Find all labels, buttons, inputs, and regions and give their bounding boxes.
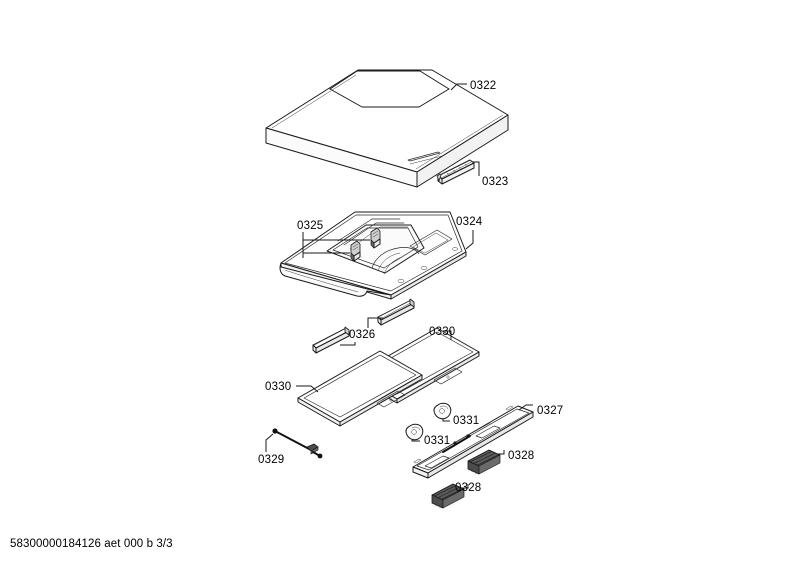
leader-0330-rear [443,330,452,340]
lamp-tab-1 [413,458,422,464]
chassis-rib-3 [349,226,409,250]
part-0331-latch-rear: 0331 [433,402,479,427]
callout-0325: 0325 [297,220,323,232]
canopy-notch-edges [329,70,421,90]
chassis-pad-3 [452,247,458,251]
canopy-vent-line [409,155,443,165]
leader-0328-left [461,484,469,489]
chassis-rim [284,214,463,292]
filter-rear-handle-dot [446,375,450,379]
filter-front-inner [303,354,417,418]
harness-wire-2 [312,451,321,457]
leader-0324 [465,230,474,250]
chassis-motor-housing [326,224,425,274]
part-0323-control-panel-strip: 0323 [436,159,508,188]
leader-0328-right [497,450,505,455]
chassis-pad-2 [420,265,428,271]
callout-0323: 0323 [482,176,508,188]
callout-0324: 0324 [456,216,483,228]
part-0328-lamp-module-left: 0328 [431,482,481,509]
callout-0331-front: 0331 [424,435,450,447]
canopy-right-face [416,114,509,188]
part-0322-hood-canopy-panel: 0322 [255,55,520,188]
canopy-notch-fill [330,71,449,106]
part-0328-lamp-module-right: 0328 [467,449,534,475]
part-0326-slide-rails: 0326 [312,298,415,354]
leader-0326-lower [340,342,356,346]
control-strip-btn2 [452,169,457,173]
leader-0331-rear [442,419,450,422]
part-0330-filter-front: 0330 [265,350,423,427]
part-0331-latch-front: 0331 [405,423,450,447]
harness-end-a [272,428,278,434]
control-strip-btn1 [446,172,451,176]
part-0329-cable-harness: 0329 [258,428,323,466]
leader-0323 [472,161,480,176]
control-strip-btn3 [458,166,463,170]
leader-0327 [518,404,533,411]
sheet-footer: 58300000184126 aet 000 b 3/3 [10,538,173,550]
leader-0329 [265,433,274,452]
lamp-wire-channel [431,422,491,457]
chassis-right-thickness [390,251,467,300]
canopy-notch-edge4 [419,70,450,90]
clip-b [350,240,361,262]
canopy-notch-edge3 [418,88,450,108]
filter-rear-handle [433,367,463,385]
lamp-strip-inner [416,408,530,471]
canopy-notch-edges2 [329,88,420,108]
callout-0331-rear: 0331 [453,415,479,427]
callout-0329: 0329 [258,454,284,466]
lamp-wire [442,435,471,453]
harness-wire [274,430,312,451]
control-strip-endcap [436,173,442,182]
canopy-vent-slot [407,151,441,162]
slide-rail-lower [312,326,350,354]
clip-a [370,227,381,249]
callout-0328-left: 0328 [455,482,481,494]
chassis-duct [371,247,420,269]
part-0327-lamp-strip-panel: 0327 [412,404,563,479]
chassis-motor-inner [332,227,419,269]
filter-front-handle-dot [389,398,393,402]
filter-front-handle [376,390,406,408]
leader-0326-upper [367,317,383,328]
callout-0327: 0327 [537,405,563,417]
lamp-tab-2 [505,405,514,411]
leader-0322 [450,83,467,91]
canopy-seam [271,74,357,129]
canopy-final [255,55,520,188]
lamp-module-r-side [478,454,501,475]
chassis-right-recess2 [412,232,449,254]
chassis-rib-2 [343,222,405,246]
callout-0328-right: 0328 [508,450,534,462]
lamp-cutout-2 [475,425,501,439]
chassis-right-recess [409,229,453,256]
control-strip-side [441,162,475,185]
lamp-strip-side-edge [427,411,534,479]
callout-0330-rear: 0330 [429,326,455,338]
chassis-duct-3 [383,256,403,275]
leader-0330-front [296,385,319,393]
lamp-module-l-side [442,488,465,509]
chassis-rib-1 [337,218,401,242]
callout-0322: 0322 [470,80,496,92]
part-0324-inner-chassis: 0324 [279,211,483,300]
leader-0331-front [411,440,420,442]
part-0325-retaining-clips: 0325 [297,220,381,262]
chassis-front-apron [279,262,392,297]
slide-rail-upper [377,298,415,326]
control-strip-btn4 [464,163,469,167]
callout-0326: 0326 [349,329,375,341]
callout-0330-front: 0330 [265,381,291,393]
lamp-cutout-1 [424,455,450,469]
chassis-duct-2 [377,252,401,272]
chassis-apron-line [284,269,359,293]
canopy-rim-right [415,114,504,170]
chassis-pad-1 [397,278,405,284]
